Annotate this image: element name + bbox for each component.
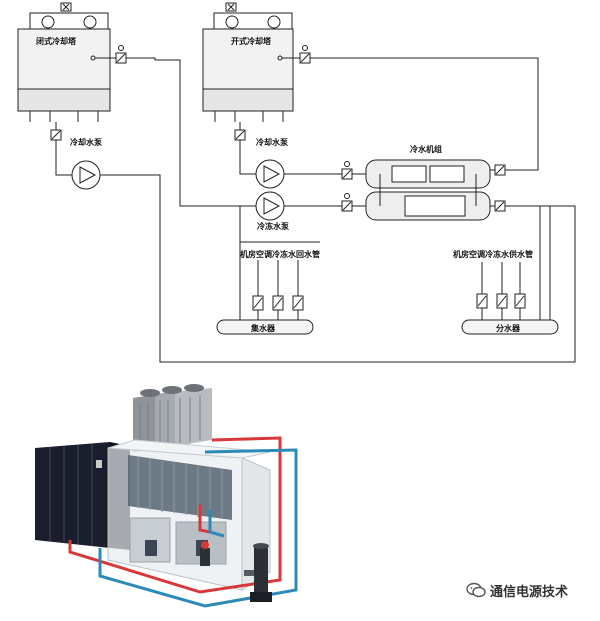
wechat-icon bbox=[466, 582, 486, 598]
supply-pipe-label: 机房空调冷冻水供水管 bbox=[453, 249, 533, 259]
supply-pipe bbox=[68, 436, 282, 594]
open-cooling-tower bbox=[202, 2, 294, 122]
chiller-unit bbox=[365, 159, 491, 221]
distributor-label: 分水器 bbox=[496, 323, 521, 333]
closed-cooling-tower bbox=[17, 2, 111, 122]
return-pipe-label: 机房空调冷冻水回水管 bbox=[240, 249, 320, 259]
equipment-room bbox=[107, 439, 271, 591]
chilled-pump-label: 冷冻水泵 bbox=[257, 221, 289, 231]
cooling-pump-label-left: 冷却水泵 bbox=[70, 137, 102, 147]
schematic bbox=[17, 2, 576, 363]
vertical-pump bbox=[244, 543, 272, 602]
equipment-illustration bbox=[30, 380, 320, 610]
closed-tower-label: 闭式冷却塔 bbox=[36, 36, 77, 46]
chiller-label: 冷水机组 bbox=[410, 144, 442, 154]
watermark-text: 通信电源技术 bbox=[490, 585, 569, 600]
open-tower-label: 开式冷却塔 bbox=[231, 36, 272, 46]
cooling-pump-label-right: 冷却水泵 bbox=[256, 137, 288, 147]
collector-label: 集水器 bbox=[250, 323, 276, 333]
condenser-units bbox=[133, 384, 212, 452]
